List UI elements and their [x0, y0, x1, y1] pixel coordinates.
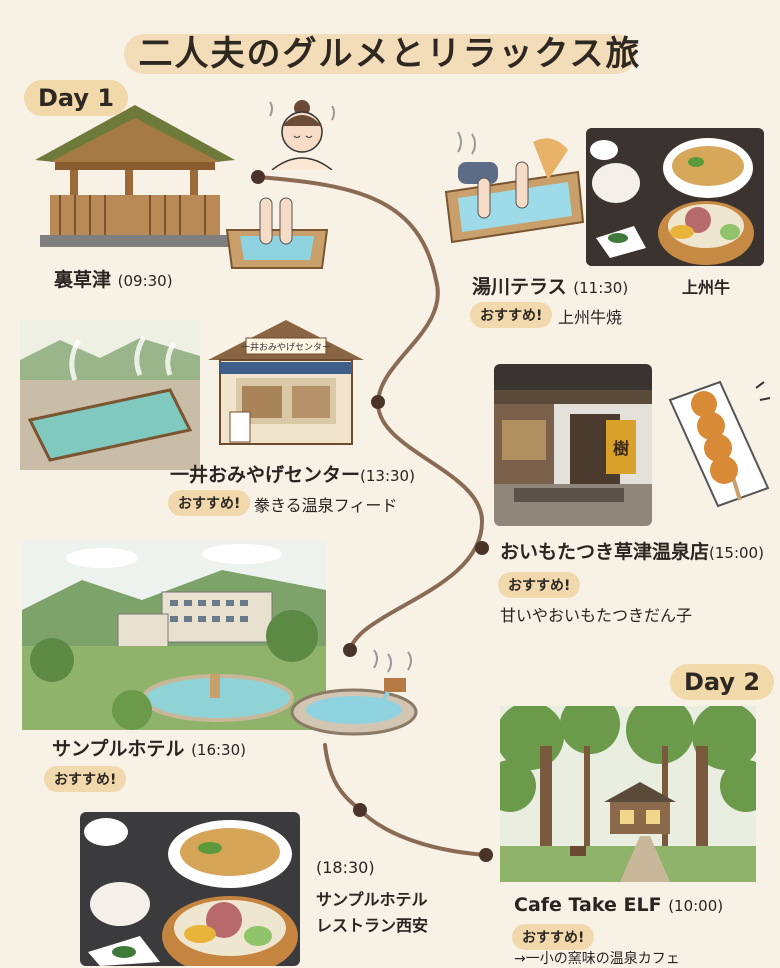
- hotel-illustration: [22, 540, 326, 730]
- recommend-text: 豢きる温泉フィード: [254, 496, 398, 515]
- recommend-badge: おすすめ!: [168, 490, 251, 516]
- pavilion-illustration: [35, 105, 235, 247]
- yukawa-footbath-illustration: [444, 131, 585, 244]
- footbath-illustration: [225, 197, 329, 269]
- outdoor-bath-illustration: [290, 649, 418, 736]
- storefront-photo: 樹: [494, 364, 652, 526]
- yukawa-food-photo: [586, 128, 764, 266]
- recommend-text: →一小の窯味の温泉カフェ: [514, 951, 680, 967]
- restaurant-line2: レストラン西安: [316, 916, 429, 935]
- recommend-text: 甘いやおいもたつきだん子: [500, 606, 693, 625]
- recommend-text: 上州牛焼: [558, 308, 623, 327]
- spot-name: おいもたつき草津温泉店(15:00): [500, 541, 764, 563]
- spot-name: サンプルホテル (16:30): [52, 738, 246, 760]
- restaurant-food-photo: [80, 812, 300, 966]
- page-title: 二人夫のグルメとリラックス旅: [138, 34, 642, 74]
- souvenir-shop-illustration: 一井おみやげセンター: [208, 320, 364, 445]
- spot-name: Cafe Take ELF (10:00): [514, 894, 724, 916]
- photo-caption: 上州牛: [682, 278, 731, 297]
- recommend-badge: おすすめ!: [470, 302, 553, 328]
- recommend-badge: おすすめ!: [44, 766, 127, 792]
- forest-cafe-illustration: [500, 706, 756, 882]
- day2-badge: Day 2: [670, 664, 775, 700]
- noren-text: 樹: [613, 439, 629, 458]
- spot-name: 湯川テラス (11:30): [472, 276, 629, 298]
- dango-illustration: [668, 380, 771, 508]
- restaurant-line1: サンプルホテル: [316, 890, 428, 909]
- bathing-woman-illustration: [269, 100, 335, 170]
- title-highlight: [124, 34, 636, 74]
- shop-sign: 一井おみやげセンター: [241, 341, 331, 353]
- recommend-badge: おすすめ!: [512, 924, 595, 950]
- spot-name: 裏草津 (09:30): [54, 269, 173, 291]
- yubatake-illustration: [20, 320, 200, 470]
- recommend-badge: おすすめ!: [498, 572, 581, 598]
- day1-badge: Day 1: [24, 80, 129, 116]
- spot-name: 一井おみやげセンター(13:30): [170, 464, 415, 486]
- restaurant-time: (18:30): [316, 858, 375, 877]
